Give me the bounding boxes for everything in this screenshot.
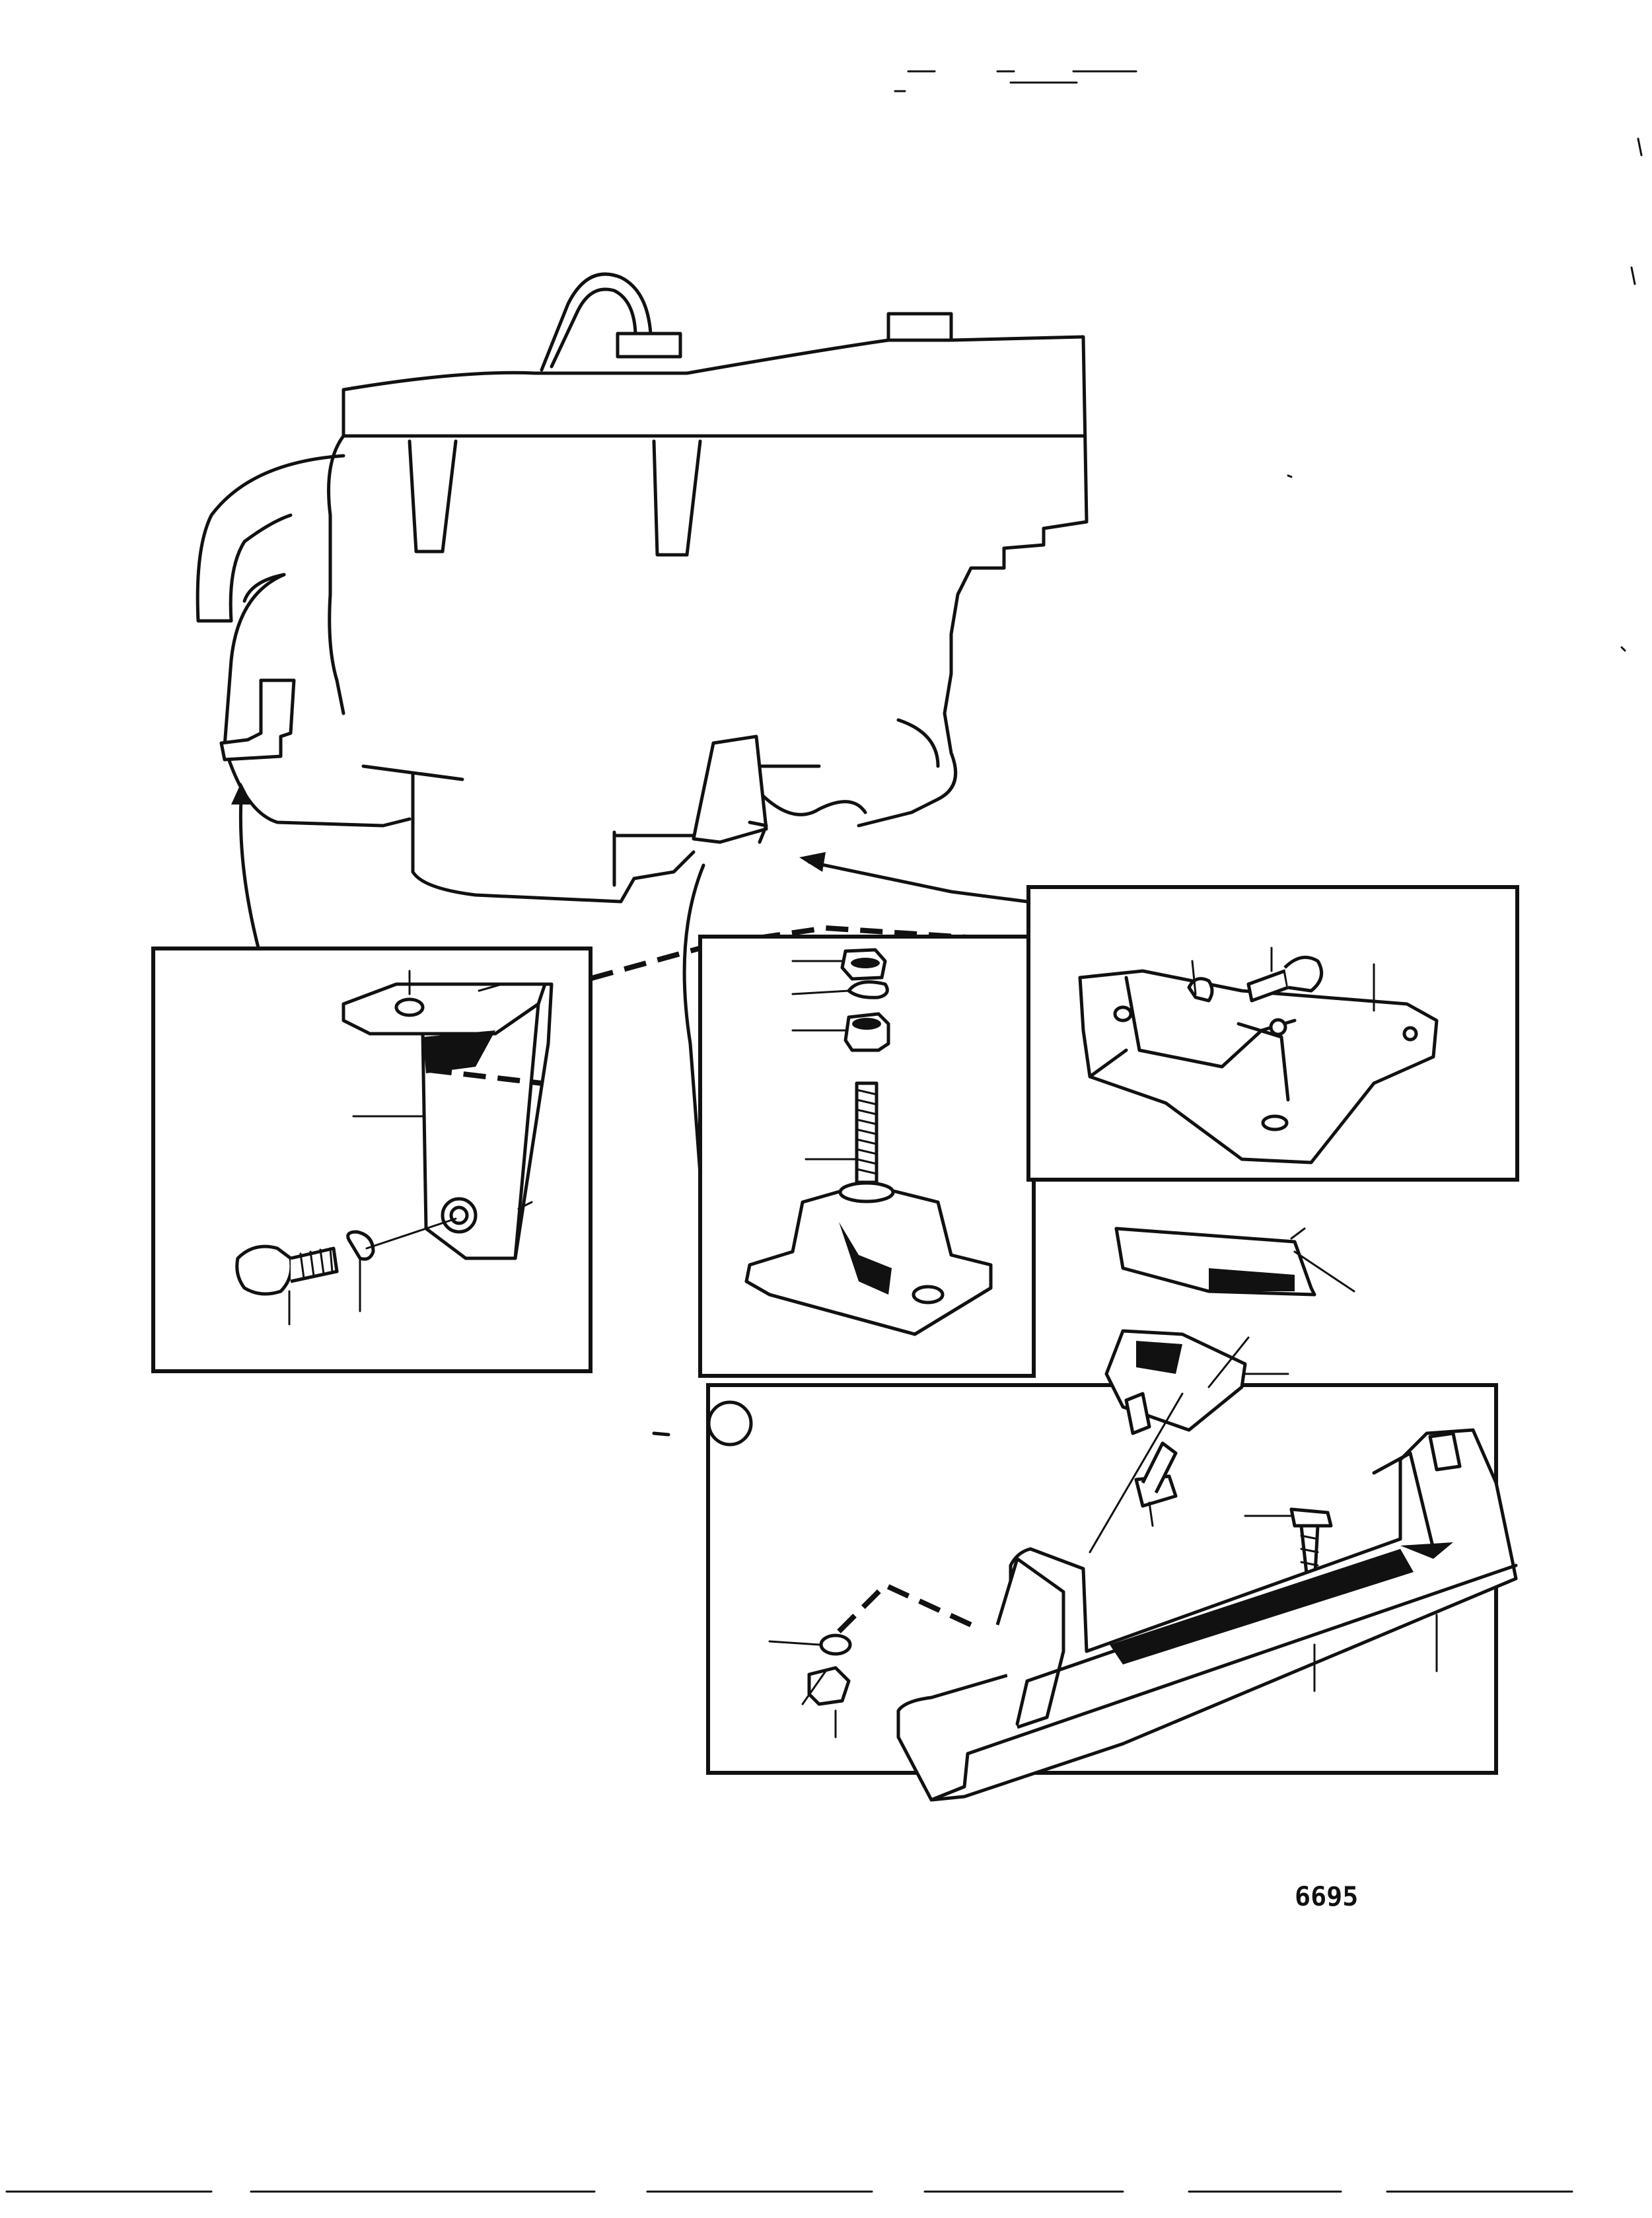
variant-circle-marker bbox=[707, 1400, 753, 1447]
engine-block-outline bbox=[196, 272, 1089, 904]
engine-bed-detail-box bbox=[652, 1227, 1518, 1802]
arrow-rear-bracket bbox=[231, 783, 263, 960]
front-bracket-detail-box bbox=[1026, 885, 1519, 1182]
rear-bracket-detail-box bbox=[151, 947, 593, 1373]
arrow-front-bracket bbox=[799, 852, 1029, 904]
figure-number: 6695 bbox=[1295, 1882, 1358, 1912]
rubber-mount-detail-box bbox=[698, 935, 1036, 1378]
scan-artifacts bbox=[5, 70, 1643, 2193]
